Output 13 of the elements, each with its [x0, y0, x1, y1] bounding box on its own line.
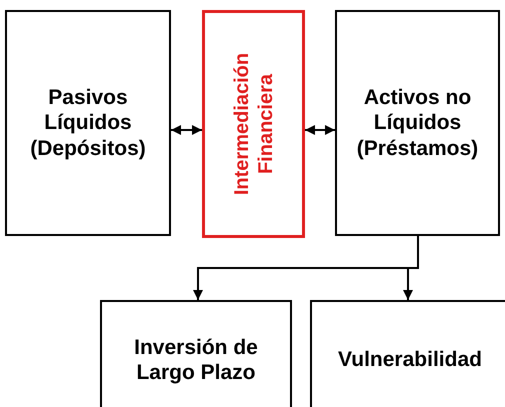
arrow [305, 125, 335, 135]
box-label: Vulnerabilidad [337, 347, 483, 373]
arrow [403, 236, 419, 300]
box-label: Pasivos Líquidos (Depósitos) [29, 85, 147, 161]
process-box [310, 300, 505, 407]
process-box [5, 10, 171, 236]
arrow [171, 125, 202, 135]
box-label: Intermediación Financiera [230, 52, 278, 198]
process-box [100, 300, 292, 407]
box-label: Inversión de Largo Plazo [133, 334, 259, 386]
process-box [202, 10, 305, 238]
process-box [335, 10, 500, 236]
box-label: Activos no Líquidos (Préstamos) [356, 85, 480, 161]
